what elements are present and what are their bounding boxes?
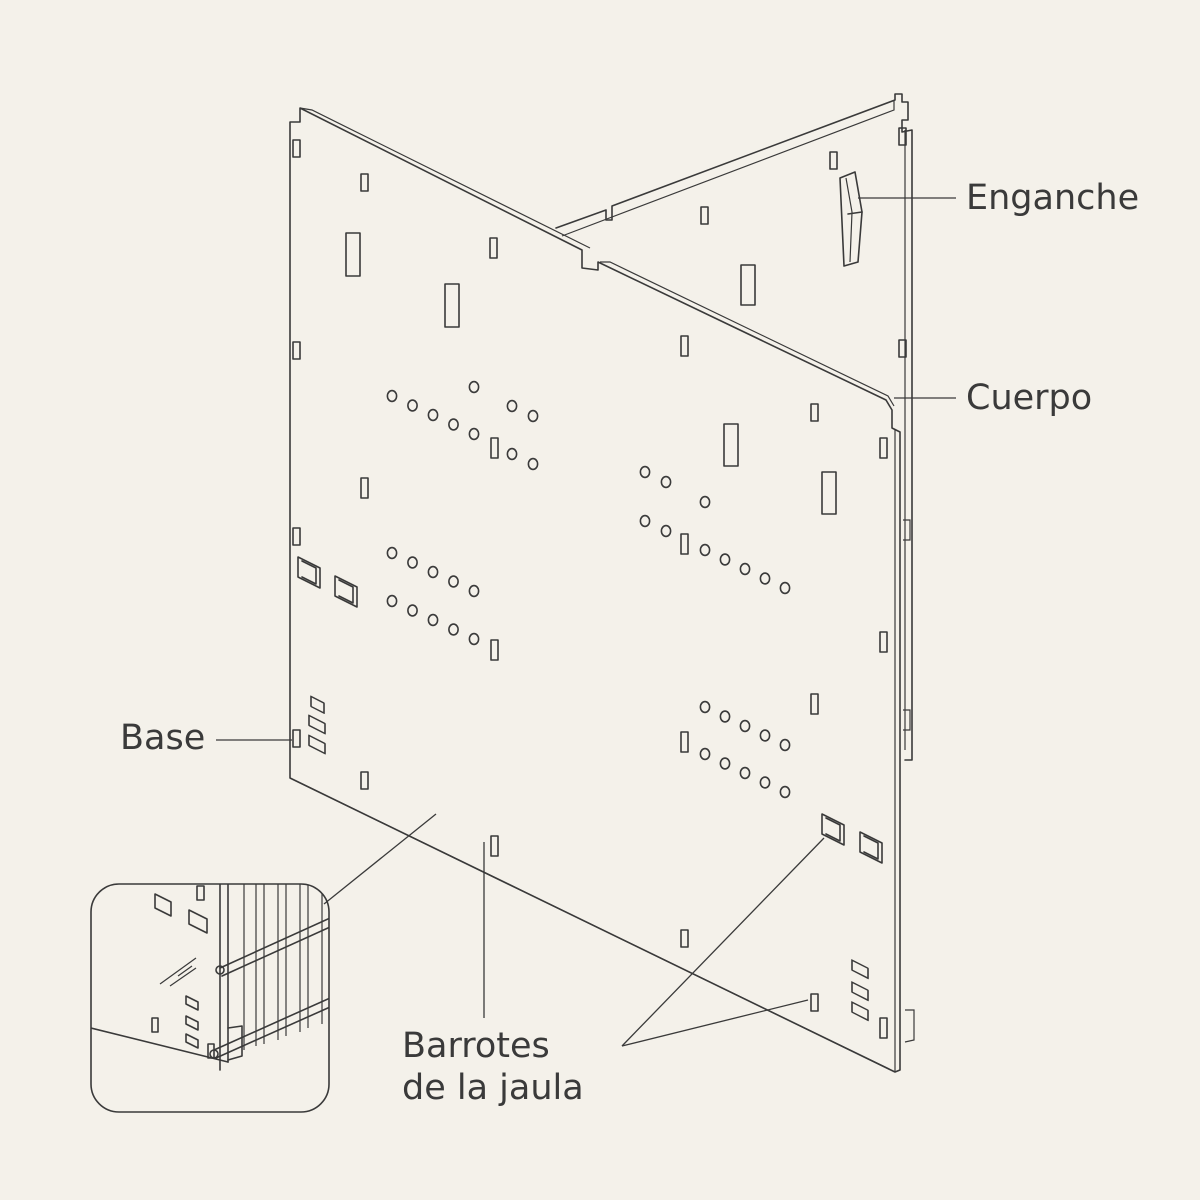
round-hole (468, 427, 480, 441)
round-hole (699, 543, 711, 557)
round-hole (427, 613, 439, 627)
round-hole (719, 757, 731, 770)
hook (839, 171, 863, 267)
round-hole (527, 409, 539, 423)
label-barrotes-line2: de la jaula (402, 1068, 584, 1108)
round-hole (699, 495, 711, 509)
label-barrotes-line1: Barrotes (402, 1026, 550, 1066)
front-slots (292, 139, 888, 1039)
round-hole (739, 766, 751, 780)
back-slot (740, 264, 756, 306)
round-hole (407, 399, 418, 412)
round-hole (427, 565, 439, 579)
label-enganche: Enganche (966, 178, 1140, 218)
round-hole (448, 623, 459, 636)
round-hole (719, 553, 731, 566)
round-hole (759, 572, 771, 585)
back-panel (555, 93, 915, 1043)
round-hole (639, 465, 651, 479)
round-hole (506, 447, 518, 461)
back-slot (898, 339, 907, 358)
label-base: Base (120, 718, 206, 758)
round-hole (527, 457, 539, 471)
round-hole (759, 729, 771, 742)
round-hole (779, 785, 791, 799)
round-hole (386, 389, 398, 403)
round-hole (468, 584, 480, 598)
round-hole (448, 418, 459, 431)
square-windows (297, 556, 883, 864)
round-hole (759, 776, 771, 789)
round-hole (506, 399, 518, 413)
back-slot (700, 206, 709, 225)
round-hole (407, 556, 418, 569)
round-hole (468, 632, 480, 646)
round-hole (386, 546, 398, 560)
back-slot (898, 127, 907, 146)
round-holes (386, 380, 791, 799)
round-hole (468, 380, 480, 394)
round-hole (779, 738, 791, 752)
round-hole (739, 719, 751, 733)
round-hole (639, 514, 651, 528)
inset-detail (90, 813, 437, 1113)
round-hole (386, 594, 398, 608)
round-hole (699, 700, 711, 714)
back-slot (829, 151, 838, 170)
round-hole (448, 575, 459, 588)
leader-lines (216, 197, 956, 1047)
round-hole (699, 747, 711, 761)
barrotes-leader-right-a (621, 837, 825, 1047)
round-hole (660, 524, 672, 538)
round-hole (427, 408, 439, 422)
base-bumps (308, 695, 869, 1022)
round-hole (660, 475, 672, 489)
round-hole (739, 562, 751, 576)
round-hole (779, 581, 791, 595)
round-hole (719, 710, 731, 723)
front-panel (289, 107, 901, 1073)
barrotes-leader-right-b (621, 999, 809, 1047)
label-cuerpo: Cuerpo (966, 378, 1093, 418)
round-hole (407, 604, 418, 617)
